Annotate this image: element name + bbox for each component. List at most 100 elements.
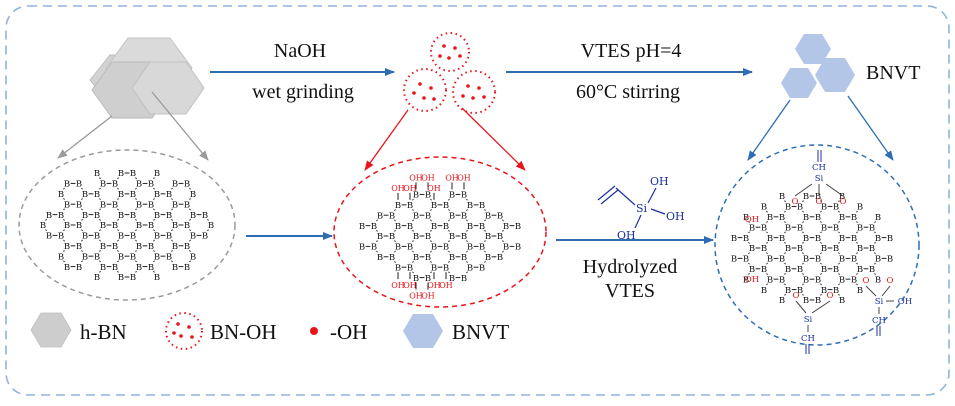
- atom-bg: [111, 262, 119, 272]
- atom-bg: [412, 252, 420, 262]
- boron-atom: B: [112, 263, 118, 273]
- atom-bg: [448, 231, 456, 241]
- atom-bg: [460, 252, 468, 262]
- atom-bg: [201, 210, 209, 220]
- hydroxyl-group: OH: [427, 281, 441, 290]
- boron-atom: B: [100, 263, 106, 273]
- silicon-atom: Si: [875, 297, 884, 307]
- atom-bg: [75, 262, 83, 272]
- boron-atom: B: [887, 255, 893, 265]
- atom-bg: [412, 189, 420, 199]
- boron-atom: B: [461, 211, 467, 221]
- boron-atom: B: [767, 255, 773, 265]
- boron-atom: B: [761, 223, 767, 233]
- boron-atom: B: [130, 252, 136, 262]
- boron-atom: B: [869, 223, 875, 233]
- atom-bg: [886, 233, 894, 243]
- boron-atom: B: [166, 232, 172, 242]
- boron-atom: B: [431, 201, 437, 211]
- atom-bg: [448, 273, 456, 283]
- boron-atom: B: [94, 169, 100, 179]
- boron-atom: B: [184, 221, 190, 231]
- boron-atom: B: [431, 243, 437, 253]
- atom-bg: [75, 241, 83, 251]
- boron-atom: B: [202, 211, 208, 221]
- boron-atom: B: [731, 234, 737, 244]
- boron-atom: B: [485, 253, 491, 263]
- boron-atom: B: [479, 243, 485, 253]
- boron-atom: B: [731, 255, 737, 265]
- atom-bg: [868, 222, 876, 232]
- atom-bg: [502, 221, 510, 231]
- vinyl-group: CH: [801, 334, 815, 344]
- atom-bg: [838, 253, 846, 263]
- atom-bg: [81, 251, 89, 261]
- atom-bg: [358, 241, 366, 251]
- boron-atom: B: [461, 191, 467, 201]
- boron-atom: B: [449, 211, 455, 221]
- boron-atom: B: [395, 201, 401, 211]
- atom-bg: [63, 199, 71, 209]
- boron-atom: B: [136, 200, 142, 210]
- atom-bg: [820, 201, 828, 211]
- hydroxyl-group: OH: [391, 281, 405, 290]
- boron-atom: B: [797, 223, 803, 233]
- atom-bg: [406, 200, 414, 210]
- atom-bg: [424, 210, 432, 220]
- atom-bg: [424, 252, 432, 262]
- atom-bg: [412, 210, 420, 220]
- boron-atom: B: [887, 234, 893, 244]
- atom-bg: [802, 274, 810, 284]
- boron-atom: B: [875, 275, 881, 285]
- boron-atom: B: [449, 191, 455, 201]
- atom-bg: [63, 241, 71, 251]
- atom-bg: [832, 285, 840, 295]
- boron-atom: B: [743, 234, 749, 244]
- atom-bg: [412, 231, 420, 241]
- boron-atom: B: [425, 253, 431, 263]
- boron-atom: B: [821, 223, 827, 233]
- atom-bg: [802, 191, 810, 201]
- atom-bg: [460, 210, 468, 220]
- boron-atom: B: [190, 252, 196, 262]
- atom-bg: [850, 253, 858, 263]
- atom-bg: [183, 178, 191, 188]
- atom-bg: [868, 264, 876, 274]
- boron-atom: B: [449, 232, 455, 242]
- atom-bg: [832, 264, 840, 274]
- hydroxyl-group: OH: [445, 173, 459, 182]
- boron-atom: B: [467, 201, 473, 211]
- boron-atom: B: [761, 265, 767, 275]
- boron-atom: B: [497, 232, 503, 242]
- boron-atom: B: [112, 221, 118, 231]
- atom-bg: [93, 168, 101, 178]
- atom-bg: [466, 241, 474, 251]
- atom-bg: [165, 230, 173, 240]
- hbn-stack-icon: [89, 37, 205, 119]
- atom-bg: [147, 199, 155, 209]
- bnvt-product-label: BNVT: [866, 62, 921, 84]
- boron-atom: B: [413, 191, 419, 201]
- boron-atom: B: [118, 190, 124, 200]
- boron-atom: B: [94, 211, 100, 221]
- atom-bg: [514, 241, 522, 251]
- atom-bg: [460, 273, 468, 283]
- atom-bg: [784, 285, 792, 295]
- atom-bg: [832, 201, 840, 211]
- boron-atom: B: [515, 243, 521, 253]
- siloxane-bond: [794, 183, 813, 197]
- boron-atom: B: [371, 243, 377, 253]
- boron-atom: B: [82, 211, 88, 221]
- boron-atom: B: [743, 213, 749, 223]
- atom-bg: [514, 221, 522, 231]
- boron-atom: B: [443, 243, 449, 253]
- atom-bg: [406, 262, 414, 272]
- atom-bg: [153, 251, 161, 261]
- hydroxyl-group: OH: [403, 184, 417, 193]
- atom-bg: [171, 241, 179, 251]
- atom-bg: [129, 210, 137, 220]
- atom-bg: [57, 210, 65, 220]
- atom-bg: [478, 200, 486, 210]
- atom-bg: [370, 241, 378, 251]
- atom-bg: [814, 233, 822, 243]
